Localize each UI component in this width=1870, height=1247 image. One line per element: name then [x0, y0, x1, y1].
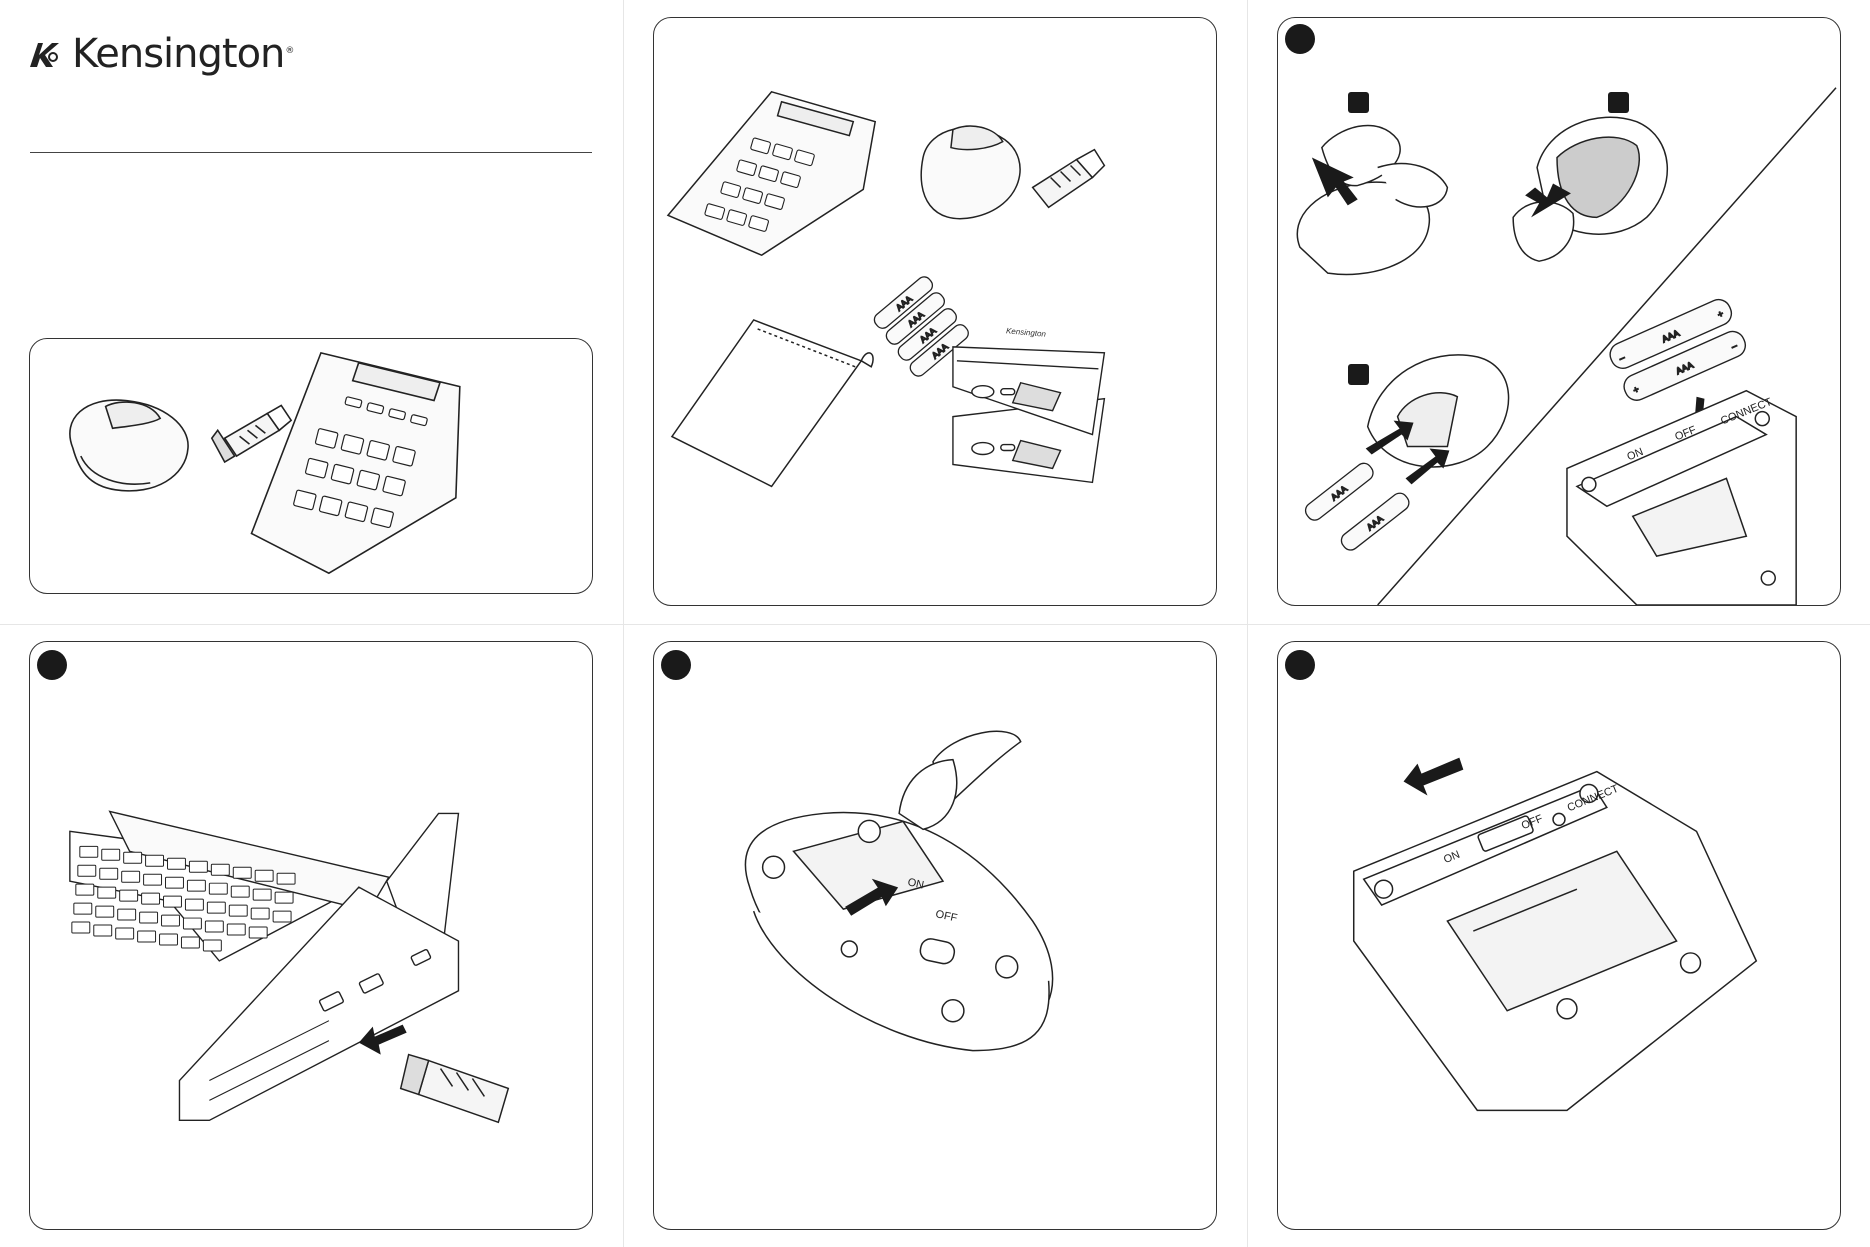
battery-install-illustration: AAA AAA AAA–+ AAA+– ON OFF CONNECT [1278, 18, 1840, 605]
mouse-underside-illustration [745, 731, 1052, 1050]
keypad-illustration [251, 353, 459, 573]
step2-receiver-panel [29, 641, 593, 1230]
cover-product-panel [29, 338, 593, 594]
keypad-switch-illustration: ON OFF CONNECT [1278, 642, 1840, 1229]
slide-left-arrow-icon [1404, 758, 1464, 796]
laptop-usb-illustration [30, 642, 592, 1229]
cover-rule [30, 152, 592, 153]
kensington-logo: Kensington® [26, 26, 293, 82]
kensington-k-icon [26, 37, 62, 71]
package-contents-illustration: AAA AAA AAA AAA [654, 18, 1216, 605]
contents-manuals [953, 347, 1104, 483]
keypad-underside-illustration [1567, 391, 1796, 605]
fold-line-horizontal [0, 624, 1870, 625]
package-contents-panel: AAA AAA AAA AAA Kensington [653, 17, 1217, 606]
contents-pouch [672, 320, 873, 486]
step1-battery-panel: AAA AAA AAA–+ AAA+– ON OFF CONNECT [1277, 17, 1841, 606]
usb-receiver-illustration [212, 405, 291, 462]
keypad-batteries: AAA–+ AAA+– [1606, 296, 1749, 404]
contents-keypad [668, 92, 875, 255]
mouse-batteries: AAA AAA [1302, 460, 1412, 553]
step3-mouse-switch-panel: ON OFF [653, 641, 1217, 1230]
step4-keypad-switch-panel: ON OFF CONNECT [1277, 641, 1841, 1230]
brand-name: Kensington® [72, 31, 293, 77]
contents-mouse [921, 126, 1020, 219]
mouse-illustration [70, 400, 188, 491]
mouse-switch-illustration: ON OFF [654, 642, 1216, 1229]
keypad-bottom-illustration [1354, 772, 1757, 1111]
cover-product-illustration [30, 339, 592, 593]
usb-receiver-plug [401, 1055, 509, 1123]
laptop-illustration [70, 811, 459, 1120]
contents-usb-receiver [1033, 150, 1105, 208]
press-mouse-illustration [1297, 125, 1447, 274]
